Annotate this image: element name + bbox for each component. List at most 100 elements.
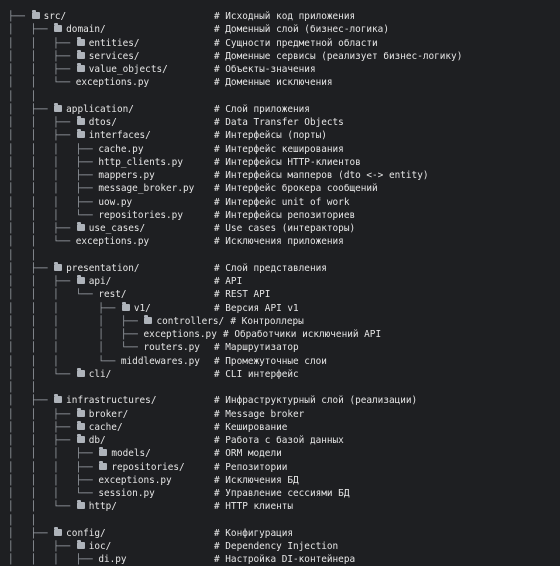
comment: # Доменные сервисы (реализует бизнес-лог… <box>214 50 463 62</box>
folder-name: services/ <box>88 50 140 62</box>
comment: # Слой представления <box>214 262 327 274</box>
tree-connector: │ │ └── <box>8 501 76 513</box>
tree-row: │ │ │ ├── message_broker.py <box>8 182 194 195</box>
tree-connector: │ │ ├── <box>8 421 76 433</box>
tree-connector: │ │ │ ├── <box>8 156 99 168</box>
tree-connector: │ │ ├── <box>8 435 76 446</box>
tree-connector: │ │ │ ├── <box>8 143 99 155</box>
tree-row: │ │ │ │ ├── controllers/ <box>8 314 224 328</box>
folder-icon <box>54 394 63 404</box>
tree-row: │ │ └── exceptions.py <box>8 76 149 89</box>
folder-name: interfaces/ <box>88 130 151 142</box>
tree-connector: │ │ <box>8 382 37 393</box>
comment: # Доменные исключения <box>214 77 333 89</box>
folder-icon <box>76 49 85 59</box>
tree-connector: │ │ │ └── <box>8 488 99 499</box>
tree-row: │ │ │ ├── http_clients.py <box>8 156 183 169</box>
comment: # Интерфейсы мапперов (dto <-> entity) <box>214 170 429 181</box>
comment: # Работа с базой данных <box>214 435 344 446</box>
tree-connector: │ │ │ ├── <box>8 183 99 195</box>
tree-connector: │ │ ├── <box>8 117 76 128</box>
folder-icon <box>144 314 153 324</box>
folder-name: application/ <box>66 103 134 115</box>
tree-connector: │ │ └── <box>8 236 76 248</box>
file-name: middlewares.py <box>120 355 200 367</box>
comment: # Маршрутизатор <box>214 342 299 354</box>
tree-connector: │ │ <box>8 514 37 526</box>
tree-connector: │ │ ├── <box>8 130 76 142</box>
tree-connector: │ ├── <box>8 24 54 36</box>
comment: # Конфигурация <box>214 527 294 539</box>
tree-row: │ │ │ ├── exceptions.py <box>8 474 172 487</box>
tree-row: │ │ │ ├── mappers.py <box>8 169 155 182</box>
tree-row: │ │ <box>8 249 36 262</box>
tree-connector: │ │ │ ├── <box>8 170 99 181</box>
tree-connector: │ │ ├── <box>8 276 76 287</box>
tree-row: │ │ │ │ └── routers.py <box>8 341 200 354</box>
file-name: exceptions.py <box>143 329 217 340</box>
comment: # Data Transfer Objects <box>214 117 344 128</box>
comment: # HTTP клиенты <box>214 501 294 513</box>
comment: # Обработчики исключений API <box>223 329 382 340</box>
folder-name: config/ <box>66 527 106 539</box>
comment: # REST API <box>214 289 271 301</box>
comment: # Message broker <box>214 408 305 420</box>
tree-row: │ ├── domain/ <box>8 23 106 36</box>
tree-row: ├── src/ <box>8 10 66 23</box>
tree-connector: │ │ │ ├── <box>8 461 99 473</box>
folder-name: dtos/ <box>88 117 117 128</box>
tree-connector: ├── <box>8 11 31 22</box>
tree-connector: │ │ │ ├── <box>8 196 99 208</box>
tree-row: │ │ ├── api/ <box>8 275 111 288</box>
comment: # Исходный код приложения <box>214 11 356 22</box>
tree-connector: │ ├── <box>8 395 54 407</box>
folder-name: src/ <box>43 11 67 22</box>
file-name: message_broker.py <box>98 183 195 195</box>
tree-connector: │ │ └── <box>8 368 76 380</box>
folder-icon <box>54 23 63 33</box>
tree-connector: │ │ ├── <box>8 50 76 62</box>
folder-icon <box>76 275 85 284</box>
comment: # Dependency Injection <box>214 541 339 552</box>
file-name: rest/ <box>98 289 127 301</box>
tree-row: │ │ ├── ioc/ <box>8 540 111 553</box>
folder-name: cli/ <box>88 368 112 380</box>
comment: # Объекты-значения <box>214 64 316 75</box>
folder-icon <box>76 116 85 125</box>
tree-connector: │ │ ├── <box>8 37 76 49</box>
folder-name: db/ <box>88 435 106 446</box>
tree-row: │ │ │ └── rest/ <box>8 288 127 301</box>
tree-row: │ │ └── exceptions.py <box>8 235 149 248</box>
folder-name: value_objects/ <box>88 64 168 75</box>
tree-row: │ ├── application/ <box>8 102 134 116</box>
comment: # Интерфейсы (порты) <box>214 130 327 142</box>
comment: # Кеширование <box>214 421 288 433</box>
tree-row: │ │ <box>8 381 36 394</box>
tree-row: │ ├── config/ <box>8 526 106 540</box>
tree-row: │ │ │ ├── cache.py <box>8 143 143 156</box>
tree-row: │ │ │ └── session.py <box>8 487 155 500</box>
file-name: session.py <box>98 488 155 499</box>
file-name: cache.py <box>98 143 144 155</box>
comment: # API <box>214 276 243 287</box>
tree-connector: │ │ │ └── <box>8 355 121 367</box>
tree-connector: │ ├── <box>8 262 54 274</box>
tree-connector: │ │ │ └── <box>8 289 99 301</box>
comment: # Интерфейсы HTTP-клиентов <box>214 156 361 168</box>
folder-name: cache/ <box>88 421 123 433</box>
folder-icon <box>121 301 130 311</box>
file-name: uow.py <box>98 196 133 208</box>
folder-name: entities/ <box>88 37 140 49</box>
folder-icon <box>76 129 85 139</box>
folder-icon <box>76 420 85 430</box>
file-name: exceptions.py <box>75 236 150 248</box>
file-name: mappers.py <box>98 170 155 181</box>
file-name: routers.py <box>143 342 200 354</box>
tree-connector: │ │ └── <box>8 77 76 89</box>
comment: # Сущности предметной области <box>214 37 378 49</box>
tree-row: │ │ ├── db/ <box>8 434 106 447</box>
tree-row: │ │ │ └── middlewares.py <box>8 355 200 368</box>
folder-icon <box>76 540 85 549</box>
tree-connector: │ │ ├── <box>8 223 76 234</box>
tree-row: │ │ │ │ ├── exceptions.py <box>8 328 217 341</box>
